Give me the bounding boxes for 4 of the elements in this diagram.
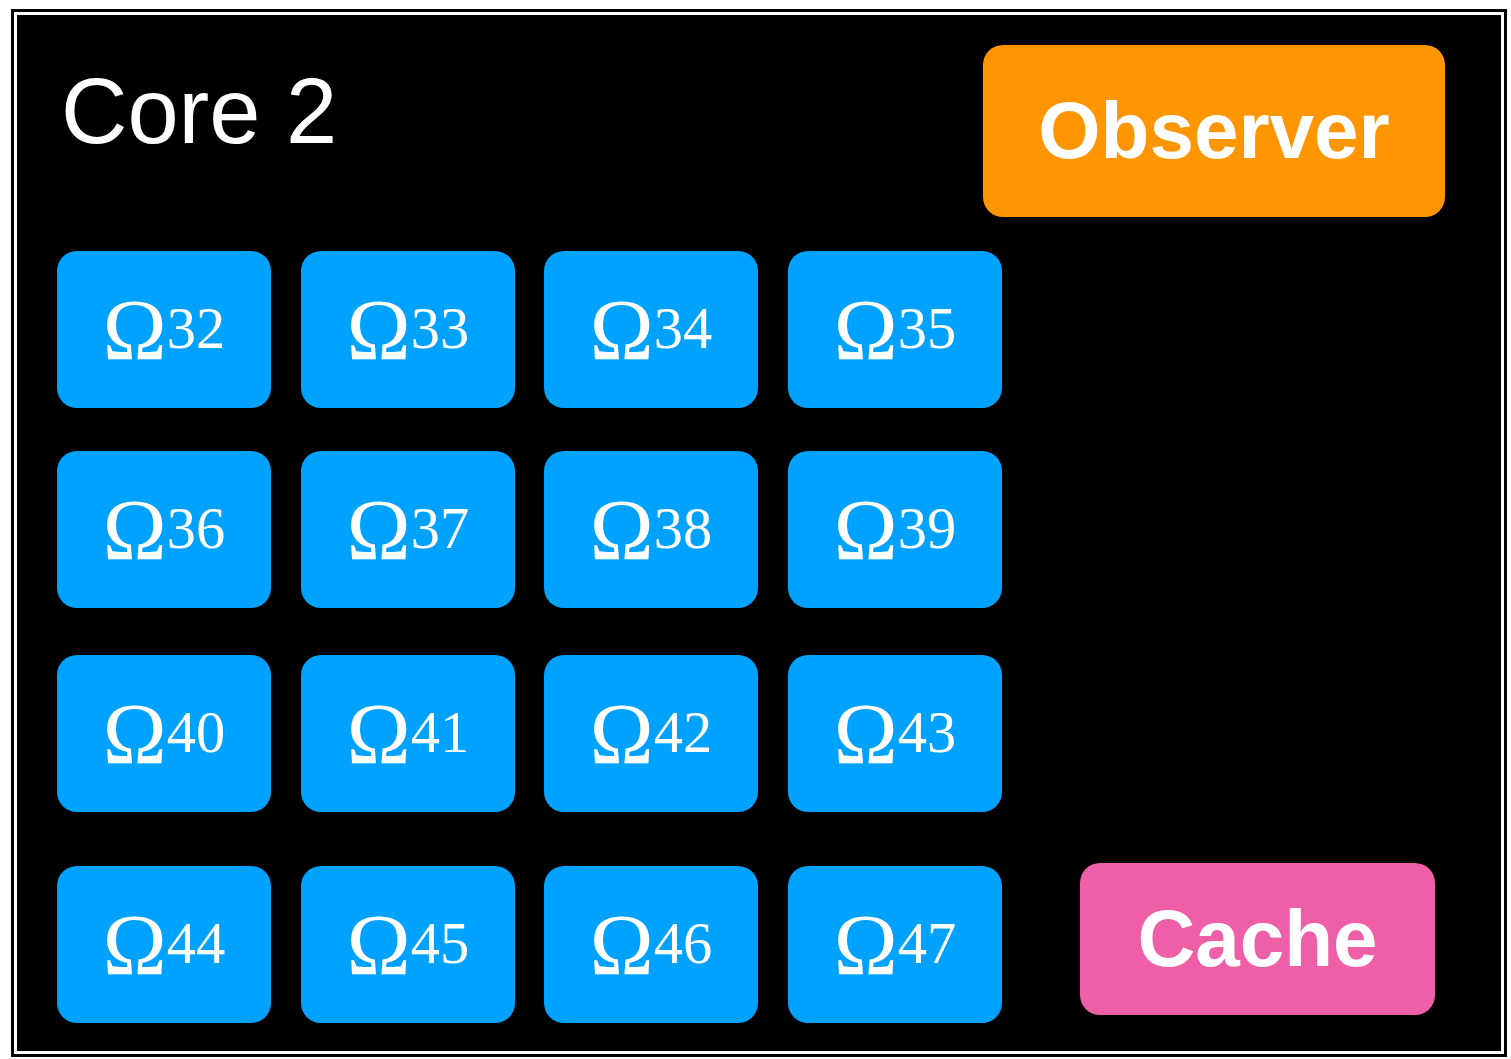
panel-title: Core 2 [61, 65, 338, 157]
cache-tile: Cache [1080, 863, 1435, 1015]
observer-tile: Observer [983, 45, 1445, 217]
core-panel [14, 12, 1504, 1054]
